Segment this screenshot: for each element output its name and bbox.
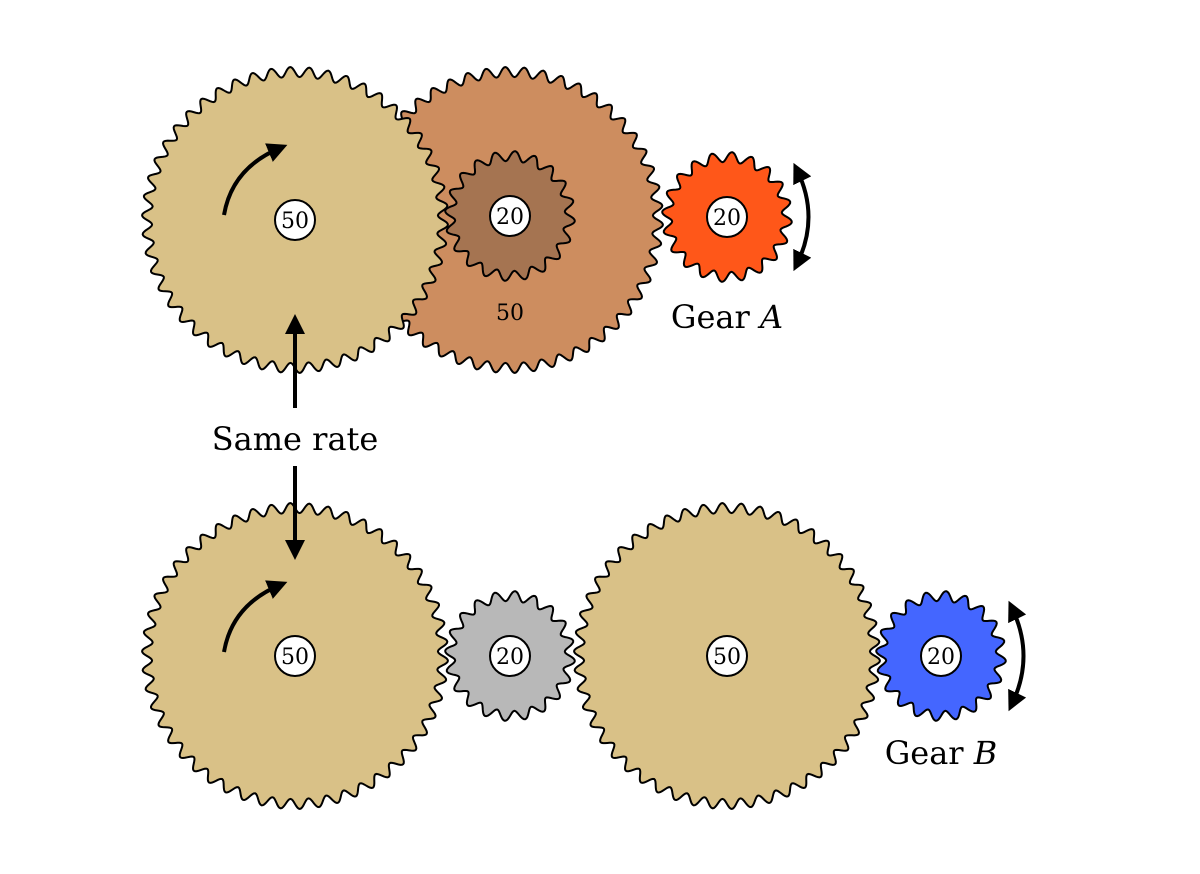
top-compound-hub: 20 xyxy=(489,195,531,237)
bottom-gear-train: 50 20 50 20 Gear B xyxy=(141,502,1027,810)
bottom-idler-hub-label: 20 xyxy=(496,645,524,670)
bottom-driver-rotation-arrow xyxy=(222,580,288,653)
same-rate-label: Same rate xyxy=(212,420,379,458)
same-rate-connector: Same rate xyxy=(212,314,379,560)
bottom-idler-hub: 20 xyxy=(489,635,531,677)
top-compound-hub-label: 20 xyxy=(496,205,524,230)
gear-b-label-prefix: Gear xyxy=(885,734,974,772)
bottom-driver-hub: 50 xyxy=(274,635,316,677)
top-gear-train: 50 20 20 50 Gear A xyxy=(141,66,812,374)
top-driver-hub-label: 50 xyxy=(281,209,309,234)
bottom-intermediate-hub: 50 xyxy=(706,635,748,677)
gear-a-label-var: A xyxy=(757,298,783,336)
top-driver-hub: 50 xyxy=(274,199,316,241)
top-driver-rotation-arrow xyxy=(222,143,288,216)
gear-a-hub: 20 xyxy=(706,196,748,238)
gear-b-label-var: B xyxy=(973,734,998,772)
bottom-intermediate-hub-label: 50 xyxy=(713,645,741,670)
gear-b-hub: 20 xyxy=(920,635,962,677)
gear-b-oscillation-arrow xyxy=(1008,600,1027,712)
bottom-driver-hub-label: 50 xyxy=(281,645,309,670)
gear-b-hub-label: 20 xyxy=(927,645,955,670)
compound-outer-teeth-label: 50 xyxy=(496,301,524,326)
gear-a-label-prefix: Gear xyxy=(671,298,760,336)
gear-a-hub-label: 20 xyxy=(713,206,741,231)
gear-a-oscillation-arrow xyxy=(793,162,812,272)
gear-b-label: Gear B xyxy=(885,734,998,772)
gear-a-label: Gear A xyxy=(671,298,783,336)
